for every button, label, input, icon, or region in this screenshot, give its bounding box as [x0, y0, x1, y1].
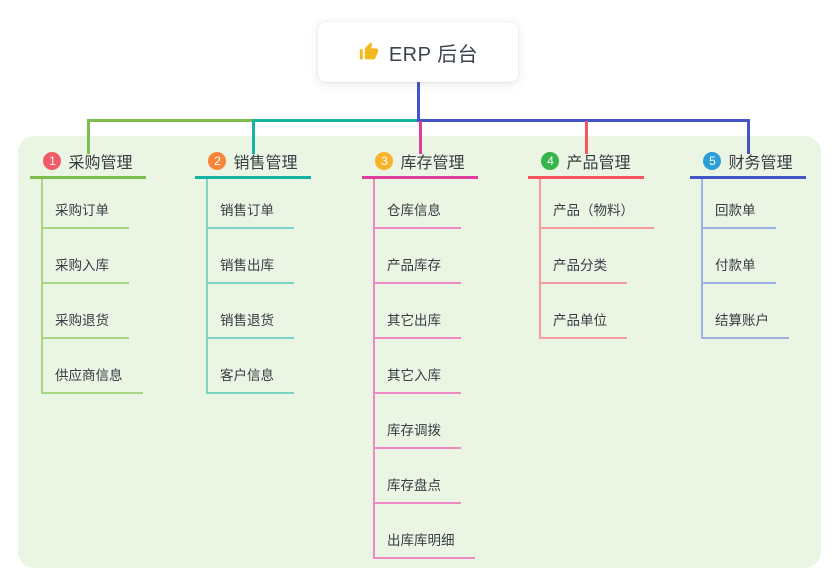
- child-node[interactable]: 库存调拨: [373, 421, 461, 449]
- child-node[interactable]: 其它出库: [373, 311, 461, 339]
- child-node[interactable]: 其它入库: [373, 366, 461, 394]
- thumbs-up-icon: [358, 41, 380, 63]
- child-node[interactable]: 采购入库: [41, 256, 129, 284]
- child-node[interactable]: 结算账户: [701, 311, 789, 339]
- branch-number-badge: 3: [375, 152, 394, 170]
- branch-label: 库存管理: [400, 155, 465, 172]
- child-node[interactable]: 仓库信息: [373, 201, 461, 229]
- branch-label: 采购管理: [68, 155, 133, 172]
- branch-number-badge: 5: [703, 152, 722, 170]
- branch-background-panel: [18, 136, 821, 568]
- child-node[interactable]: 产品分类: [539, 256, 627, 284]
- child-node[interactable]: 供应商信息: [41, 366, 143, 394]
- child-node[interactable]: 销售退货: [206, 311, 294, 339]
- branch-drop-line: [585, 121, 588, 154]
- rail-segment-blue: [417, 119, 750, 122]
- branch-drop-line: [87, 121, 90, 154]
- children-trunk-line: [373, 179, 375, 559]
- child-node[interactable]: 付款单: [701, 256, 776, 284]
- branch-node-4[interactable]: 4 产品管理: [528, 146, 644, 179]
- children-trunk-line: [206, 179, 208, 394]
- child-node[interactable]: 销售出库: [206, 256, 294, 284]
- child-node[interactable]: 客户信息: [206, 366, 294, 394]
- branch-node-2[interactable]: 2 销售管理: [195, 146, 311, 179]
- child-node[interactable]: 销售订单: [206, 201, 294, 229]
- child-node[interactable]: 产品库存: [373, 256, 461, 284]
- child-node[interactable]: 库存盘点: [373, 476, 461, 504]
- branch-node-1[interactable]: 1 采购管理: [30, 146, 146, 179]
- branch-drop-line: [747, 121, 750, 154]
- branch-label: 销售管理: [233, 155, 298, 172]
- branch-number-badge: 1: [43, 152, 62, 170]
- child-node[interactable]: 出库库明细: [373, 531, 475, 559]
- branch-drop-line: [419, 121, 422, 154]
- child-node[interactable]: 产品（物料）: [539, 201, 654, 229]
- branch-node-5[interactable]: 5 财务管理: [690, 146, 806, 179]
- branch-drop-line: [252, 121, 255, 154]
- root-title: ERP 后台: [388, 43, 479, 66]
- branch-number-badge: 4: [541, 152, 560, 170]
- root-node[interactable]: ERP 后台: [318, 22, 518, 82]
- child-node[interactable]: 产品单位: [539, 311, 627, 339]
- branch-number-badge: 2: [208, 152, 227, 170]
- branch-node-3[interactable]: 3 库存管理: [362, 146, 478, 179]
- branch-label: 财务管理: [728, 155, 793, 172]
- children-trunk-line: [41, 179, 43, 394]
- child-node[interactable]: 采购订单: [41, 201, 129, 229]
- children-trunk-line: [701, 179, 703, 339]
- children-trunk-line: [539, 179, 541, 339]
- rail-segment-teal: [252, 119, 417, 122]
- child-node[interactable]: 回款单: [701, 201, 776, 229]
- root-stem-line: [417, 82, 420, 122]
- rail-segment-green: [87, 119, 254, 122]
- child-node[interactable]: 采购退货: [41, 311, 129, 339]
- branch-label: 产品管理: [566, 155, 631, 172]
